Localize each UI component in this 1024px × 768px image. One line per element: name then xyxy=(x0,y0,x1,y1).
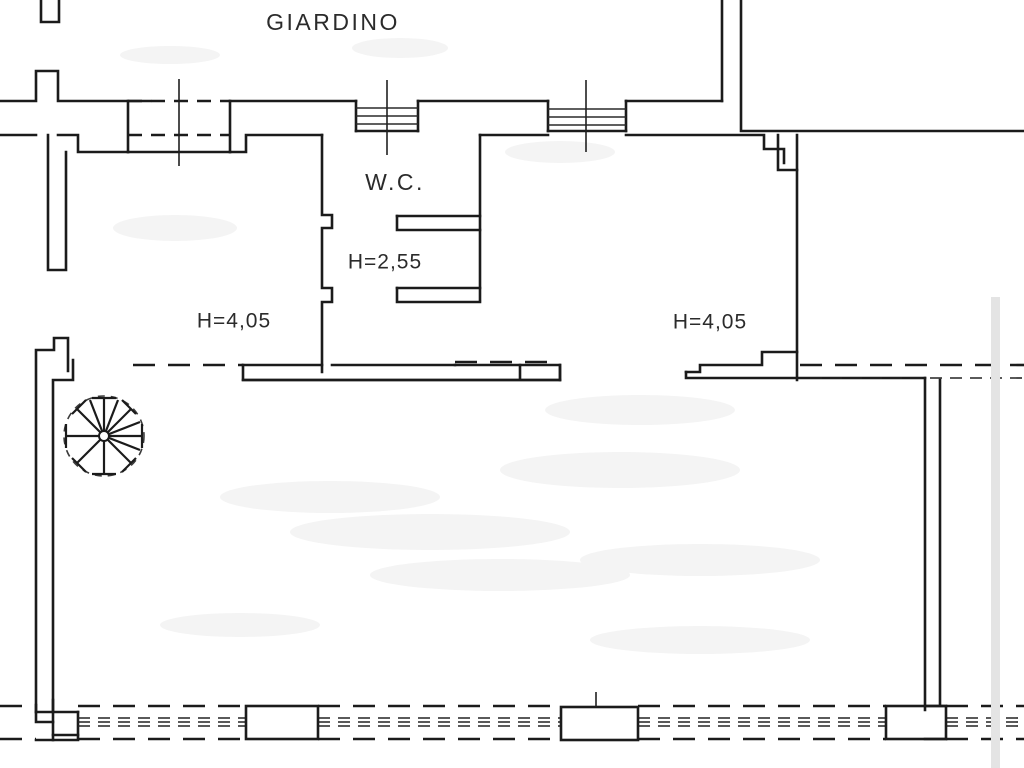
label-wc: W.C. xyxy=(365,169,425,195)
scan-smudge xyxy=(160,613,320,637)
window-left xyxy=(126,79,232,166)
window-mid xyxy=(354,80,420,155)
mid-partition-left xyxy=(133,360,562,382)
window-bottom-mid xyxy=(559,692,640,742)
bottom-wall-hatch xyxy=(78,717,1024,727)
scan-smudge xyxy=(220,481,440,513)
label-giardino: GIARDINO xyxy=(266,9,400,35)
scan-smudge xyxy=(590,626,810,654)
mid-partition-right xyxy=(684,350,1024,380)
right-room-walls xyxy=(776,133,942,712)
scan-smudge xyxy=(352,38,448,58)
window-bottom-left xyxy=(244,704,320,741)
left-wall-bottom-detail xyxy=(34,703,80,737)
label-height-wc: H=2,55 xyxy=(348,251,422,274)
top-wall-interior-face xyxy=(0,133,799,382)
plan-text-labels: GIARDINO W.C. H=2,55 H=4,05 H=4,05 xyxy=(197,9,747,334)
wc-room-walls xyxy=(320,133,482,374)
window-bottom-right xyxy=(884,704,948,741)
top-boundary-wall xyxy=(0,0,1024,133)
left-room-outer-wall xyxy=(34,336,80,742)
window-right xyxy=(546,80,628,152)
scan-smudge xyxy=(580,544,820,576)
scan-smudge xyxy=(505,141,615,163)
scan-smudge xyxy=(120,46,220,64)
label-height-right-room: H=4,05 xyxy=(673,311,747,334)
scan-edge-bar xyxy=(991,297,1000,768)
right-wall-bottom-junction xyxy=(923,704,948,741)
scan-smudge xyxy=(370,559,630,591)
scan-smudge xyxy=(113,215,237,241)
spiral-staircase-icon xyxy=(63,395,145,477)
label-height-left-room: H=4,05 xyxy=(197,310,271,333)
top-stub-wall xyxy=(39,0,61,24)
scan-smudge-group xyxy=(113,38,820,654)
scan-smudge xyxy=(290,514,570,550)
bottom-wall-band xyxy=(0,692,1024,742)
scan-smudge xyxy=(545,395,735,425)
scan-smudge xyxy=(500,452,740,488)
left-interior-pier xyxy=(46,133,68,272)
